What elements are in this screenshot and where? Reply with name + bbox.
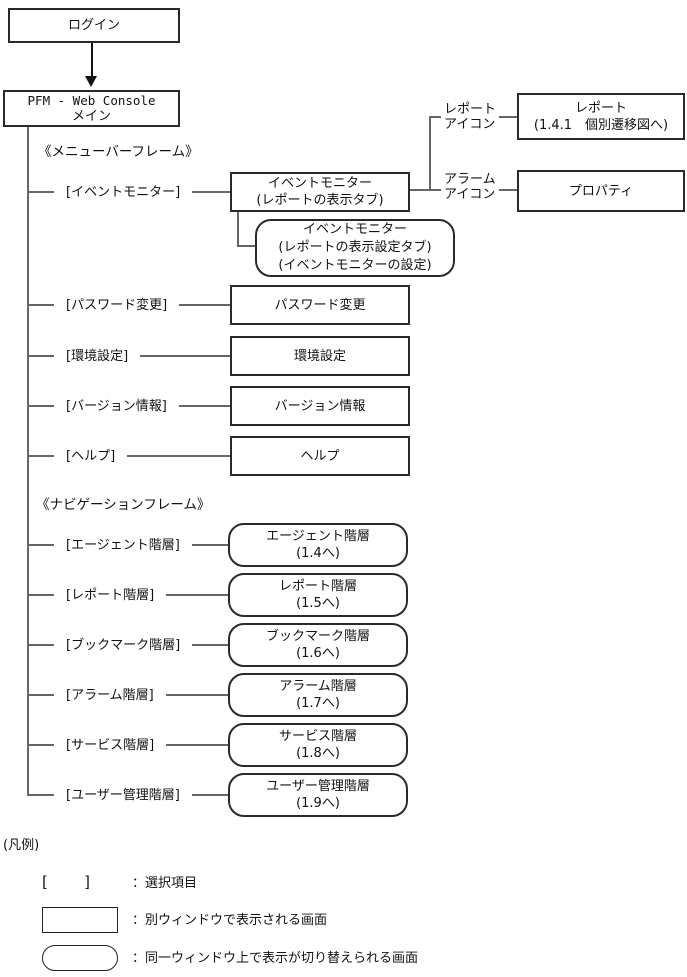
- connector-sub-screen-vertical: [237, 212, 239, 247]
- agent-tree-line1: エージェント階層: [266, 529, 370, 544]
- connector-sub-screen-horizontal: [237, 245, 255, 247]
- screen-box-agent-tree: エージェント階層 (1.4へ): [228, 523, 408, 567]
- bookmark-tree-line1: ブックマーク階層: [265, 629, 370, 644]
- menu-item-environment: [環境設定]: [54, 348, 141, 365]
- report-tree-line2: (1.5へ): [296, 596, 340, 611]
- nav-item-alarm-tree: [アラーム階層]: [54, 687, 166, 704]
- user-management-line1: ユーザー管理階層: [266, 779, 370, 794]
- connector-row-help: [27, 455, 230, 457]
- password-screen-label: パスワード変更: [274, 297, 366, 313]
- report-icon-line1: レポート: [444, 102, 497, 117]
- alarm-tree-line1: アラーム階層: [279, 679, 357, 694]
- menu-item-password: [パスワード変更]: [54, 297, 180, 314]
- login-to-main-connector: [91, 43, 93, 78]
- screen-box-report-tree: レポート階層 (1.5へ): [228, 573, 408, 617]
- connector-trunk: [27, 127, 29, 796]
- menu-item-event-monitor: [イベントモニター]: [54, 184, 193, 201]
- report-icon-label: レポート アイコン: [441, 102, 500, 132]
- screen-box-properties: プロパティ: [517, 170, 685, 212]
- connector-icon-branch: [429, 116, 431, 191]
- down-arrow-icon: [85, 76, 97, 87]
- legend-rounded-symbol: [42, 945, 118, 971]
- nav-item-bookmark: [ブックマーク階層]: [54, 637, 193, 654]
- legend-rect-symbol: [42, 907, 118, 933]
- service-tree-line1: サービス階層: [278, 729, 357, 744]
- agent-tree-line2: (1.4へ): [296, 546, 340, 561]
- alarm-icon-label: アラーム アイコン: [441, 172, 499, 202]
- screen-box-bookmark-tree: ブックマーク階層 (1.6へ): [228, 623, 408, 667]
- event-monitor-sub-line3: (イベントモニターの設定): [278, 258, 432, 273]
- legend-bracket-close: ]: [84, 873, 90, 891]
- screen-box-environment: 環境設定: [230, 336, 410, 376]
- legend-item-new-window: ：別ウィンドウで表示される画面: [132, 913, 328, 928]
- version-screen-label: バージョン情報: [274, 398, 366, 414]
- screen-box-event-monitor: イベントモニター (レポートの表示タブ): [230, 172, 410, 212]
- nav-frame-title: 《ナビゲーションフレーム》: [36, 497, 211, 513]
- pfm-main-line2: メイン: [71, 108, 111, 124]
- bookmark-tree-line2: (1.6へ): [296, 646, 340, 661]
- service-tree-line2: (1.8へ): [296, 746, 340, 761]
- pfm-main-line1: PFM - Web Console: [27, 92, 156, 108]
- help-screen-label: ヘルプ: [300, 448, 340, 464]
- screen-box-event-monitor-settings: イベントモニター (レポートの表示設定タブ) (イベントモニターの設定): [255, 219, 455, 277]
- legend-item-selection: ：選択項目: [132, 876, 198, 891]
- nav-item-report-tree: [レポート階層]: [54, 587, 167, 604]
- legend-bracket-symbol: [ ]: [42, 873, 90, 891]
- event-monitor-sub-line1: イベントモニター: [302, 222, 407, 237]
- report-tree-line1: レポート階層: [278, 579, 357, 594]
- menu-item-help: [ヘルプ]: [54, 448, 128, 465]
- nav-item-user-management: [ユーザー管理階層]: [54, 787, 192, 804]
- screen-box-service-tree: サービス階層 (1.8へ): [228, 723, 408, 767]
- legend-item-same-window: ：同一ウィンドウ上で表示が切り替えられる画面: [132, 951, 419, 966]
- login-screen-label: ログイン: [67, 17, 120, 33]
- event-monitor-line2: (レポートの表示タブ): [256, 193, 384, 208]
- report-screen-line1: レポート: [574, 100, 627, 116]
- event-monitor-line1: イベントモニター: [267, 176, 372, 191]
- pfm-web-console-main-box: PFM - Web Console メイン: [3, 90, 180, 127]
- screen-box-report: レポート (1.4.1 個別遷移図へ): [517, 93, 685, 140]
- nav-item-agent: [エージェント階層]: [54, 537, 192, 554]
- report-screen-line2: (1.4.1 個別遷移図へ): [533, 117, 669, 133]
- properties-label: プロパティ: [568, 183, 634, 199]
- legend-bracket-open: [: [42, 873, 48, 891]
- alarm-icon-line2: アイコン: [444, 187, 496, 202]
- screen-box-password: パスワード変更: [230, 285, 410, 325]
- screen-box-alarm-tree: アラーム階層 (1.7へ): [228, 673, 408, 717]
- alarm-icon-line1: アラーム: [444, 172, 496, 187]
- screen-box-help: ヘルプ: [230, 436, 410, 476]
- login-screen-box: ログイン: [8, 8, 180, 43]
- report-icon-line2: アイコン: [444, 117, 496, 132]
- alarm-tree-line2: (1.7へ): [296, 696, 340, 711]
- event-monitor-sub-line2: (レポートの表示設定タブ): [278, 240, 432, 255]
- screen-box-version: バージョン情報: [230, 386, 410, 426]
- menu-frame-title: 《メニューバーフレーム》: [38, 144, 199, 160]
- legend-title: (凡例): [3, 838, 40, 853]
- screen-box-user-management-tree: ユーザー管理階層 (1.9へ): [228, 773, 408, 817]
- menu-item-version: [バージョン情報]: [54, 398, 179, 415]
- nav-item-service: [サービス階層]: [54, 737, 167, 754]
- user-management-line2: (1.9へ): [296, 796, 340, 811]
- environment-screen-label: 環境設定: [293, 348, 346, 364]
